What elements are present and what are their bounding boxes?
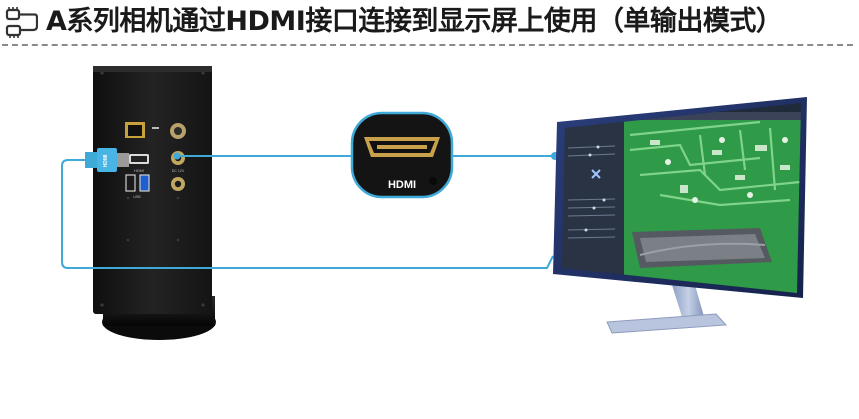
hdmi-cable-path: [61, 159, 554, 269]
monitor-screen: [562, 103, 801, 293]
hdmi-port-label: HDMI: [134, 169, 144, 173]
monitor-stand-neck: [672, 285, 705, 320]
dc-port-bottom: [171, 177, 185, 191]
lan-port: [125, 122, 145, 138]
header: A系列相机通过HDMI接口连接到显示屏上使用（单输出模式）: [0, 0, 859, 50]
usb-port-label: USB: [133, 195, 141, 199]
monitor-stand-base: [606, 313, 728, 334]
software-control-panel: [562, 110, 624, 293]
usb-ports: [125, 174, 150, 192]
hdmi-connector-callout: HDMI: [350, 111, 454, 199]
header-divider: [2, 44, 853, 46]
camera-unit: HDMI DC 12V USB: [93, 66, 216, 340]
camera-body: [93, 66, 212, 314]
power-switch: [170, 123, 186, 139]
dc-port-label: DC 12V: [172, 169, 185, 173]
page-title: A系列相机通过HDMI接口连接到显示屏上使用（单输出模式）: [46, 6, 783, 37]
hdmi-connector-label: HDMI: [388, 179, 416, 191]
monitor: [553, 97, 807, 334]
hdmi-cable-plug: HDMI: [85, 148, 129, 172]
cable-plug-label: HDMI: [103, 154, 109, 167]
camera-connection-dot: [173, 152, 181, 160]
cable-connection-icon: [5, 7, 38, 38]
software-toolbar: [562, 112, 801, 122]
camera-screws: [100, 71, 205, 307]
hdmi-port: [129, 154, 149, 164]
hdmi-cable: [61, 155, 554, 269]
